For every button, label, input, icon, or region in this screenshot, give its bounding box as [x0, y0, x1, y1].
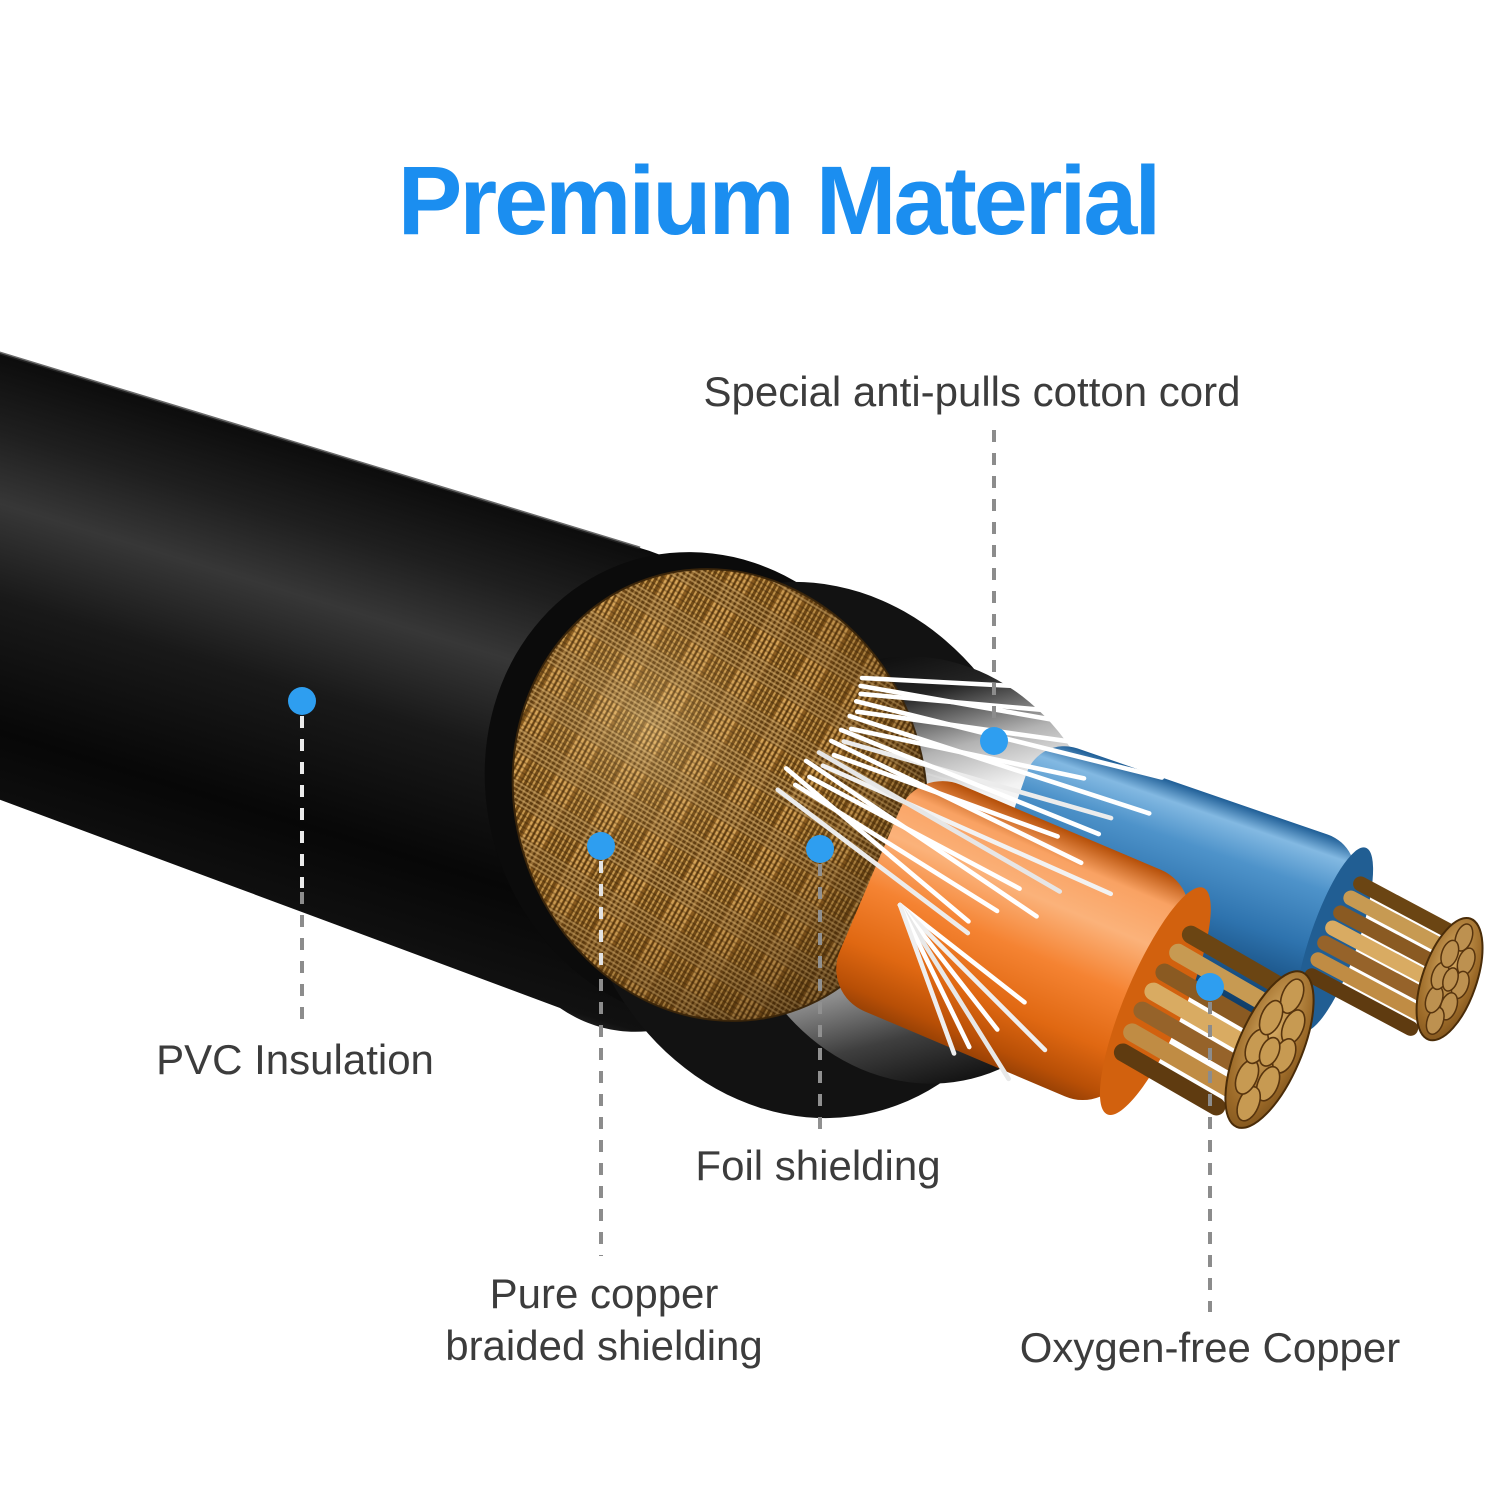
label-oxygen-free-copper: Oxygen-free Copper [1019, 1324, 1401, 1371]
callout-leader-lines [300, 430, 1212, 1312]
label-braided-shielding-line1: Pure copper [489, 1270, 719, 1317]
callout-dot-braid [587, 832, 615, 860]
callout-dot-cotton [980, 727, 1008, 755]
callout-dot-pvc [288, 687, 316, 715]
label-pvc-insulation: PVC Insulation [156, 1036, 434, 1083]
orange-wire-copper-strands [1113, 925, 1315, 1129]
page-title: Premium Material [397, 146, 1162, 255]
callout-dots [288, 687, 1224, 1001]
copper-braid-layer [511, 568, 929, 1022]
callout-dot-foil [806, 835, 834, 863]
orange-wire [836, 781, 1315, 1129]
blue-wire-copper-strands [1304, 876, 1484, 1042]
callout-dot-copper [1196, 973, 1224, 1001]
label-cotton-cord: Special anti-pulls cotton cord [703, 368, 1241, 415]
label-braided-shielding: Pure copper braided shielding [445, 1268, 763, 1372]
label-foil-shielding: Foil shielding [695, 1142, 941, 1189]
label-braided-shielding-line2: braided shielding [445, 1322, 763, 1369]
